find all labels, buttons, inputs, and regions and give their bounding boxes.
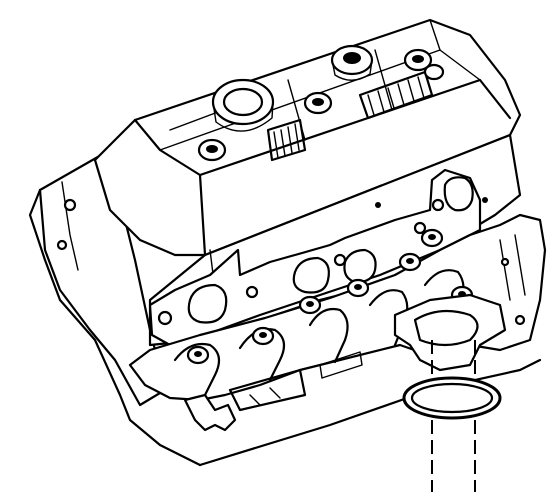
manifold-gasket — [148, 168, 482, 347]
exhaust-port — [292, 256, 330, 294]
oil-filler-neck — [211, 78, 275, 132]
valve-cover-bolts — [197, 48, 445, 162]
outlet-centerline — [431, 340, 476, 492]
bolt — [197, 138, 227, 162]
exhaust-port — [187, 283, 228, 324]
manifold-bolt — [186, 345, 210, 365]
manifold-bolt — [398, 252, 422, 272]
exhaust-port — [443, 176, 474, 212]
manifold-bolt — [346, 278, 370, 298]
bolt — [423, 63, 445, 81]
bolt — [303, 91, 333, 115]
pcv-fitting — [330, 44, 374, 81]
exhaust-manifold — [128, 213, 547, 432]
manifold-bolt — [298, 295, 322, 315]
wire-loom-front — [266, 118, 307, 162]
valve-cover — [93, 18, 522, 257]
manifold-outlet — [393, 293, 507, 372]
bolt — [403, 48, 433, 72]
exhaust-port — [343, 248, 377, 284]
manifold-bolt — [251, 326, 275, 346]
manifold-bolt — [420, 228, 444, 248]
wire-loom-rear — [358, 70, 434, 120]
seal-ring — [402, 376, 502, 420]
